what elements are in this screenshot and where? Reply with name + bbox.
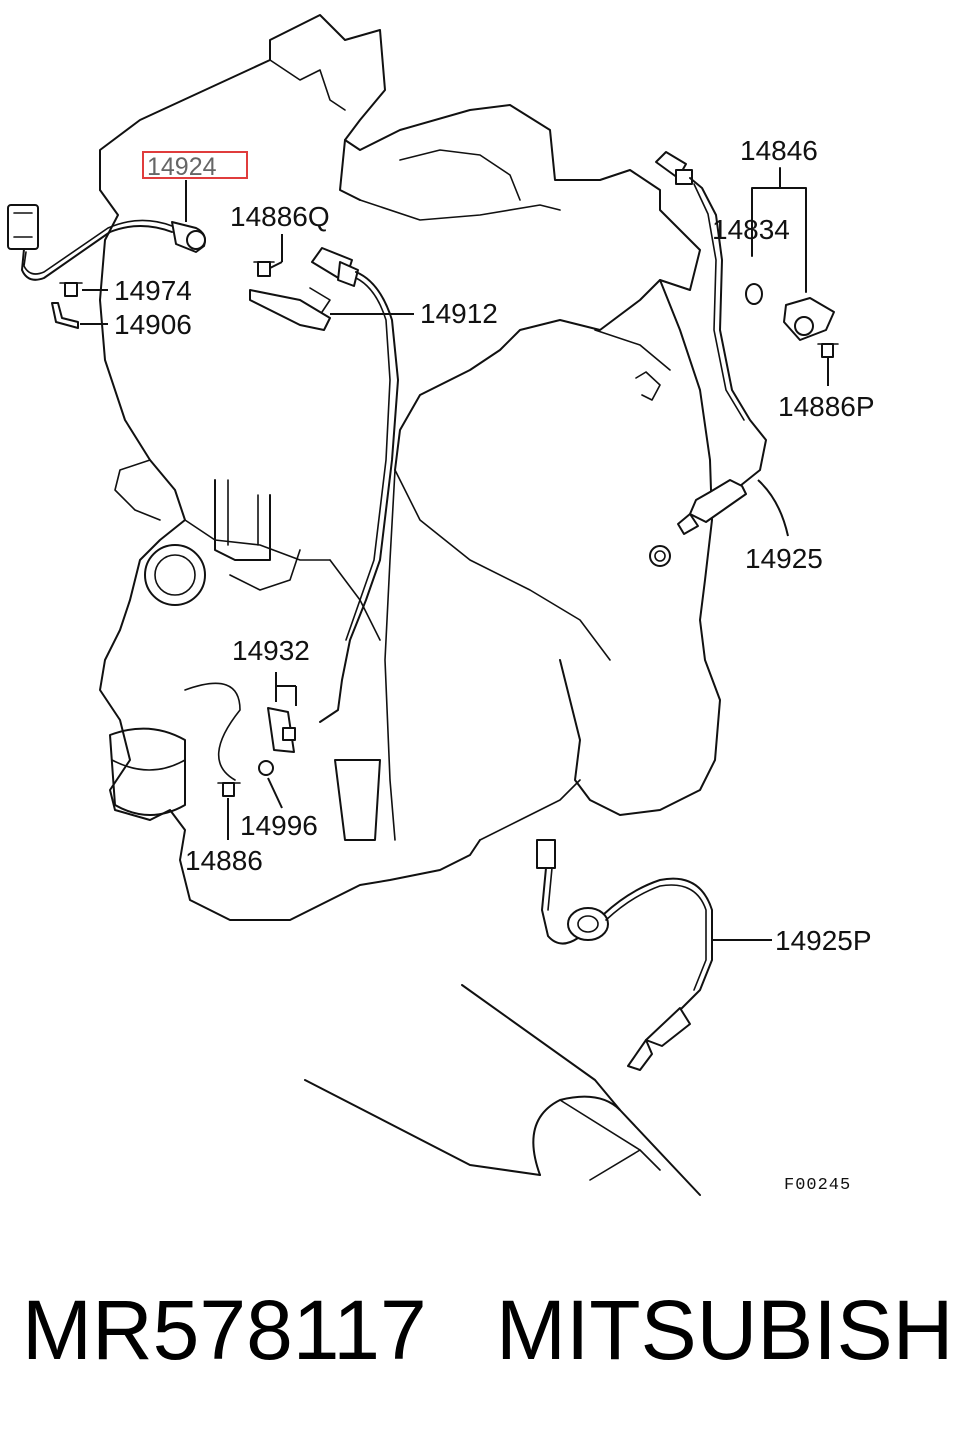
part-number: MR578117 — [22, 1283, 427, 1377]
label-14932: 14932 — [232, 635, 310, 666]
figure-code: F00245 — [784, 1176, 851, 1195]
label-14846: 14846 — [740, 135, 818, 166]
label-14886: 14886 — [185, 845, 263, 876]
harness-14912 — [249, 247, 414, 723]
caption: MR578117 MITSUBISHI — [0, 1280, 960, 1400]
engine-block-outline — [99, 14, 721, 921]
label-14925p: 14925P — [775, 925, 872, 956]
o2-sensor-14925p — [536, 839, 772, 1071]
sensor-14932 — [267, 672, 297, 753]
bolt-14886q — [253, 234, 283, 277]
label-14912: 14912 — [420, 298, 498, 329]
label-14886q: 14886Q — [230, 201, 330, 232]
label-14996: 14996 — [240, 810, 318, 841]
label-14924: 14924 — [147, 153, 217, 181]
exhaust-pipe — [304, 984, 701, 1196]
label-14906: 14906 — [114, 309, 192, 340]
label-14925: 14925 — [745, 543, 823, 574]
grommet-14996 — [258, 760, 283, 809]
bolt-14886 — [217, 782, 241, 840]
bracket-14906 — [51, 302, 108, 329]
o2-sensor-14925 — [677, 479, 789, 537]
cam-sensor-14846 — [655, 151, 839, 487]
highlight-box — [142, 151, 248, 179]
label-14974: 14974 — [114, 275, 192, 306]
label-14886p: 14886P — [778, 391, 875, 422]
brand-name: MITSUBISHI — [496, 1283, 960, 1377]
bolt-14974 — [59, 282, 108, 297]
label-14834: 14834 — [712, 214, 790, 245]
knock-sensor-harness — [7, 180, 206, 281]
